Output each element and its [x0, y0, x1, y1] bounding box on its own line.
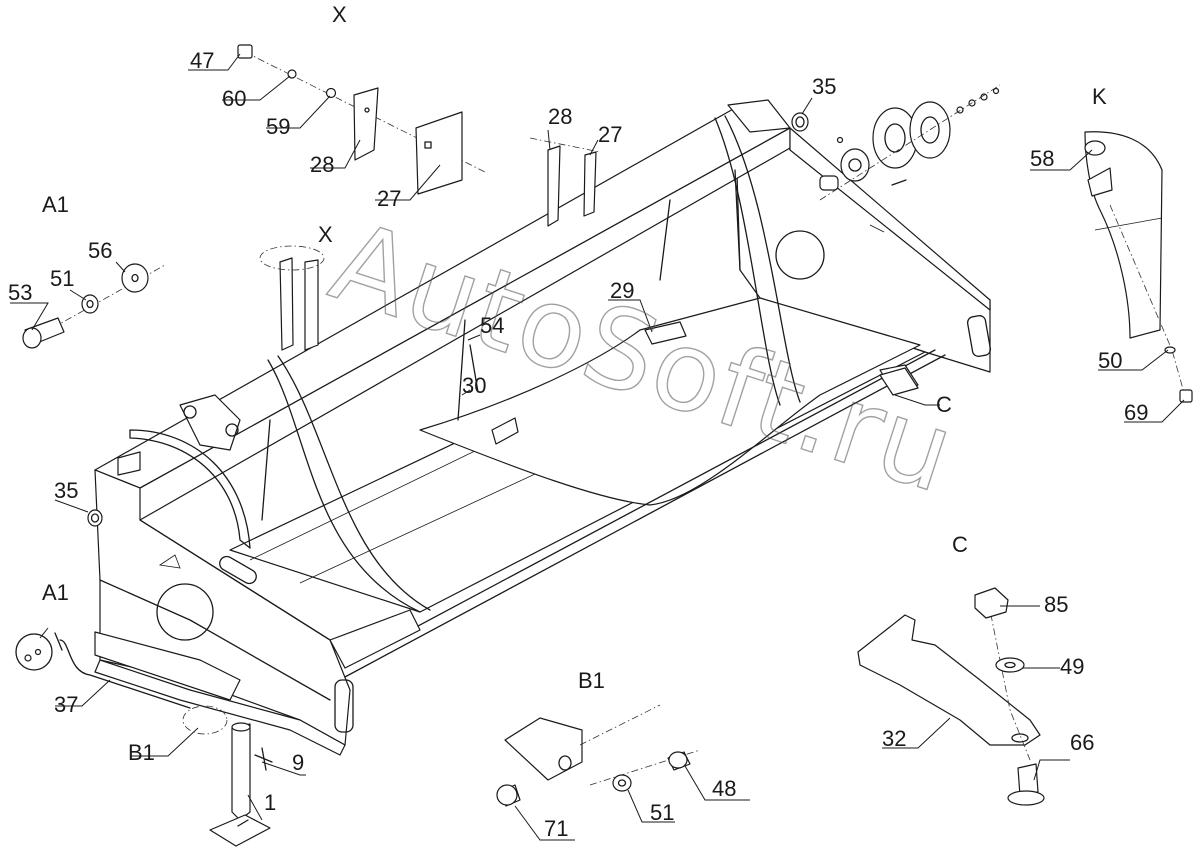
callout-59: 59 [266, 114, 290, 139]
callout-27-x: 27 [377, 186, 401, 211]
detail-k [1084, 131, 1193, 403]
callout-28-top: 28 [548, 104, 572, 129]
view-label-b1-bottom: B1 [128, 740, 155, 765]
callout-60: 60 [222, 86, 246, 111]
leader-lines [10, 53, 1185, 841]
view-label-x-mid: X [318, 222, 333, 247]
left-front-parts [15, 632, 273, 847]
callout-29: 29 [610, 278, 634, 303]
callout-49: 49 [1060, 654, 1084, 679]
callout-30: 30 [462, 373, 486, 398]
pulley-assembly [819, 84, 1001, 201]
callout-53: 53 [8, 280, 32, 305]
callout-35-top: 35 [812, 74, 836, 99]
rings-35 [87, 112, 809, 527]
detail-x-exploded [237, 44, 486, 195]
detail-a1 [22, 263, 166, 349]
callout-35-left: 35 [54, 478, 78, 503]
view-label-a1-top: A1 [42, 192, 69, 217]
detail-c-small [879, 367, 919, 396]
callout-32: 32 [882, 726, 906, 751]
callout-50: 50 [1098, 348, 1122, 373]
detail-c-large [857, 587, 1045, 806]
view-labels: X X A1 A1 K C C B1 B1 [42, 2, 1107, 765]
view-label-b1-detail: B1 [578, 668, 605, 693]
header-frame [94, 99, 992, 756]
callout-47: 47 [190, 48, 214, 73]
callout-58: 58 [1030, 146, 1054, 171]
view-label-c-detail: C [952, 532, 968, 557]
callout-1: 1 [264, 790, 276, 815]
callout-9: 9 [292, 750, 304, 775]
callout-48: 48 [712, 776, 736, 801]
view-label-x-top: X [332, 2, 347, 27]
top-braces [259, 137, 601, 351]
callout-51-b1: 51 [650, 800, 674, 825]
callout-numbers: 47 60 59 28 27 28 27 35 58 56 51 53 29 5… [8, 48, 1148, 841]
detail-b1 [496, 704, 701, 807]
inner-brackets [469, 321, 687, 445]
view-label-k: K [1092, 84, 1107, 109]
callout-71: 71 [544, 816, 568, 841]
callout-85: 85 [1044, 592, 1068, 617]
view-label-a1-bottom: A1 [42, 580, 69, 605]
callout-66: 66 [1070, 730, 1094, 755]
callout-27-top: 27 [598, 122, 622, 147]
callout-56: 56 [88, 238, 112, 263]
callout-51-a1: 51 [50, 266, 74, 291]
callout-28-x: 28 [310, 152, 334, 177]
callout-37: 37 [54, 692, 78, 717]
view-label-c-right: C [936, 392, 952, 417]
callout-69: 69 [1124, 400, 1148, 425]
callout-54: 54 [480, 313, 504, 338]
